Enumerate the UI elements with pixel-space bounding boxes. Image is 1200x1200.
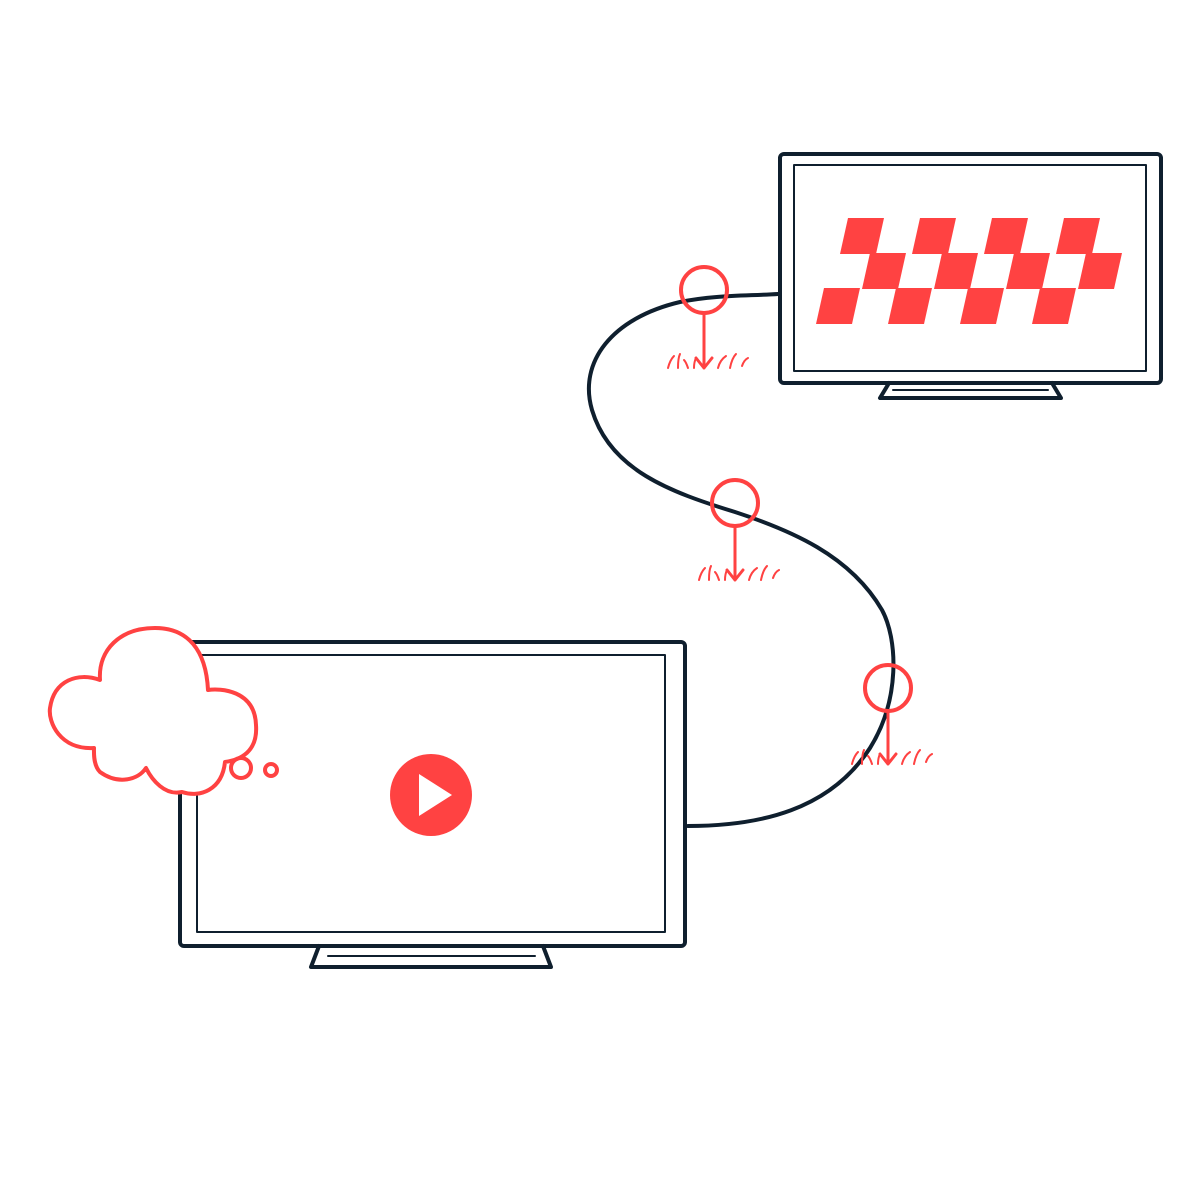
flag-square	[984, 218, 1028, 254]
flag-square	[862, 253, 906, 289]
flag-square	[1032, 288, 1076, 324]
source-tv-stand	[309, 944, 553, 969]
route-waypoints	[667, 265, 933, 766]
flag-square	[840, 218, 884, 254]
checkered-flag-icon	[816, 218, 1122, 324]
destination-tv-stand	[878, 381, 1063, 400]
destination-tv-screen	[793, 164, 1147, 372]
flag-square	[1006, 253, 1050, 289]
play-button-icon	[390, 754, 472, 836]
map-pin-icon	[851, 663, 933, 766]
flag-square	[912, 218, 956, 254]
cloud-icon	[47, 626, 279, 796]
source-tv	[178, 640, 687, 969]
map-pin-icon	[698, 478, 780, 582]
destination-tv	[778, 152, 1163, 400]
flag-square	[934, 253, 978, 289]
flag-square	[960, 288, 1004, 324]
flag-square	[816, 288, 860, 324]
map-pin-icon	[667, 265, 749, 370]
destination-tv-frame	[778, 152, 1163, 385]
route-cable	[586, 292, 896, 828]
flag-square	[888, 288, 932, 324]
flag-square	[1056, 218, 1100, 254]
flag-square	[1078, 253, 1122, 289]
